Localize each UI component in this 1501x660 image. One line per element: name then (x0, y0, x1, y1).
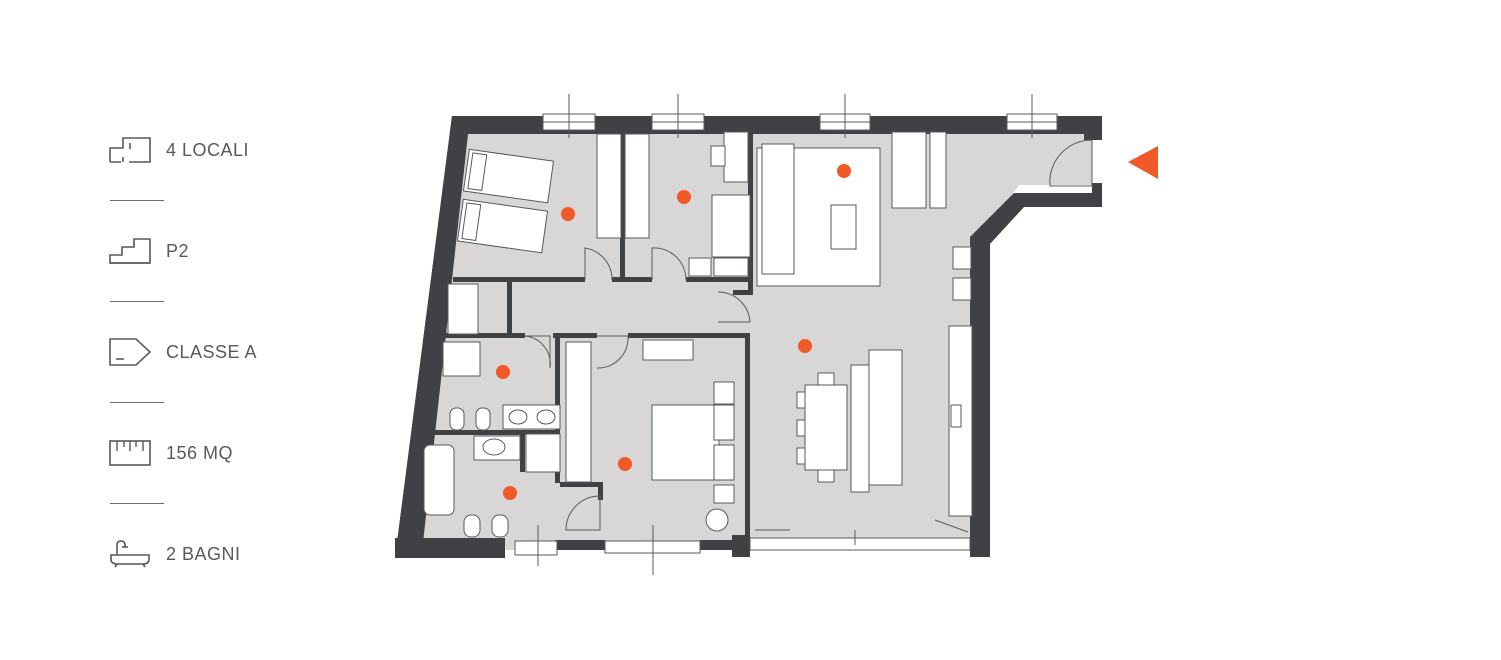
room-marker[interactable] (798, 339, 812, 353)
spec-divider (110, 503, 164, 504)
area-icon (108, 437, 152, 469)
spec-divider (110, 402, 164, 403)
room-marker[interactable] (618, 457, 632, 471)
bathtub-icon (108, 538, 152, 570)
spec-area-label: 156 MQ (166, 442, 234, 463)
rooms-icon (108, 134, 152, 166)
room-markers (496, 164, 851, 500)
spec-divider (110, 200, 164, 201)
doors (524, 139, 1093, 533)
windows (514, 94, 1058, 575)
furniture (423, 131, 973, 538)
room-marker[interactable] (496, 365, 510, 379)
entrance-arrow-icon (1128, 146, 1158, 179)
floor-icon (108, 235, 152, 267)
floor-plan (395, 94, 1158, 575)
energy-class-icon (108, 336, 152, 368)
spec-floor: P2 (108, 229, 308, 273)
spec-floor-label: P2 (166, 240, 190, 261)
room-marker[interactable] (561, 207, 575, 221)
room-marker[interactable] (677, 190, 691, 204)
room-marker[interactable] (503, 486, 517, 500)
spec-energy: CLASSE A (108, 330, 308, 374)
room-marker[interactable] (837, 164, 851, 178)
spec-bathrooms: 2 BAGNI (108, 532, 308, 576)
spec-bathrooms-label: 2 BAGNI (166, 543, 241, 564)
outer-walls (395, 116, 1102, 558)
spec-energy-label: CLASSE A (166, 341, 258, 362)
spec-area: 156 MQ (108, 431, 308, 475)
spec-rooms-label: 4 LOCALI (166, 139, 250, 160)
spec-list: 4 LOCALI P2 CLASSE A 156 MQ (108, 128, 308, 576)
spec-divider (110, 301, 164, 302)
spec-rooms: 4 LOCALI (108, 128, 308, 172)
